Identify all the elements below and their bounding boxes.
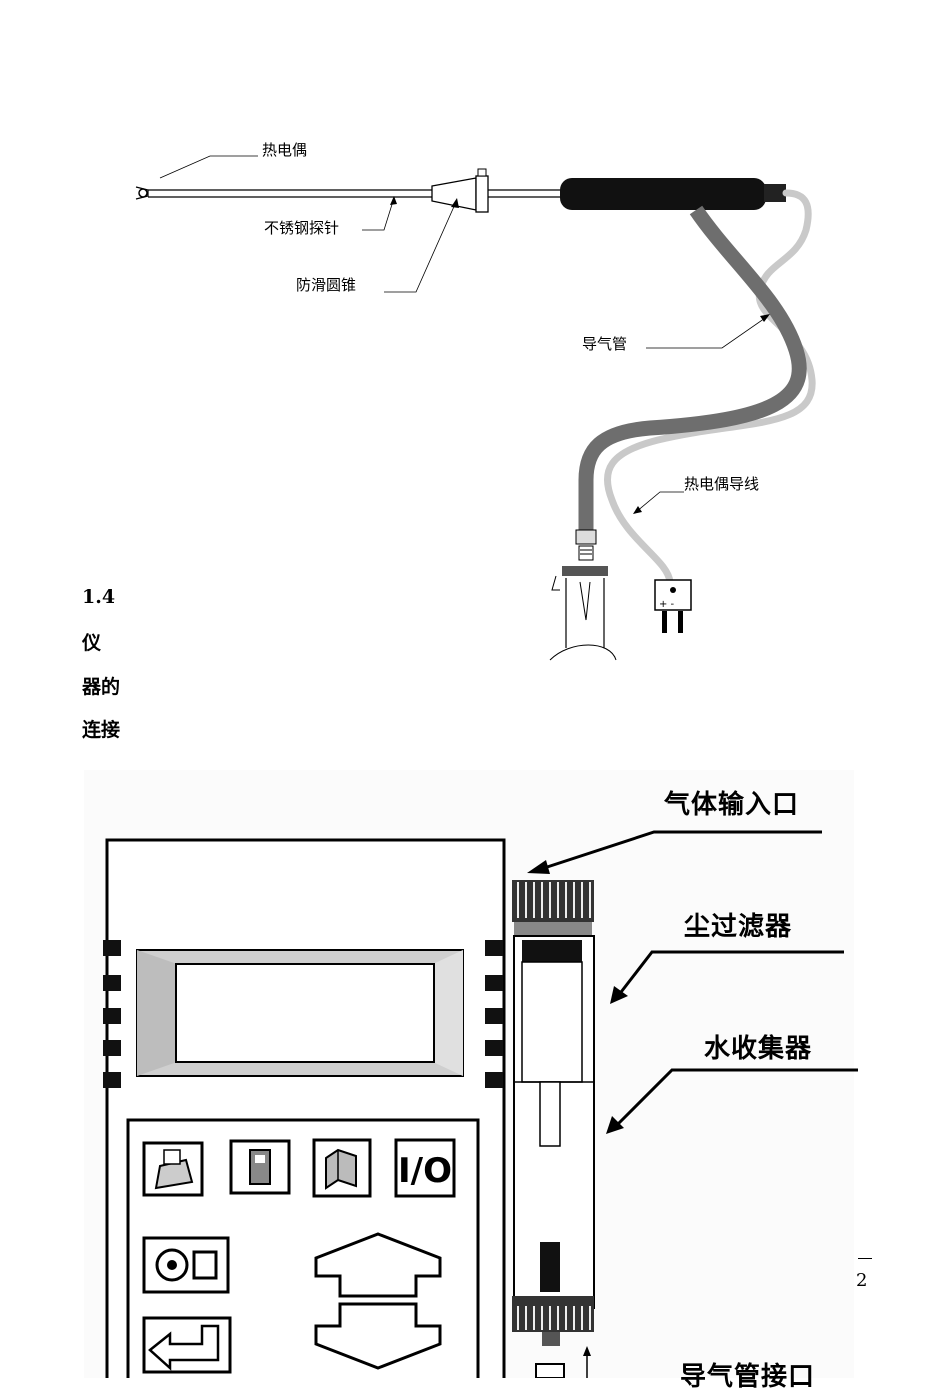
- leader-thermocouple-wire: [635, 491, 684, 513]
- left-side-tabs: [103, 940, 121, 1088]
- label-stainless-probe: 不锈钢探针: [264, 219, 340, 237]
- arrow-up-key[interactable]: [314, 1232, 442, 1298]
- section-title-line-3: 连接: [82, 719, 121, 741]
- printer-icon: [154, 1158, 194, 1190]
- leader-stainless-probe: [362, 197, 395, 231]
- pump-key[interactable]: [142, 1236, 230, 1294]
- label-dust-filter: 尘过滤器: [684, 912, 793, 942]
- callout-water-collector: [606, 1068, 858, 1134]
- thermocouple-wire: [603, 189, 816, 586]
- thermocouple-connector: [654, 579, 692, 611]
- probe-diagram: + -: [135, 155, 816, 661]
- gas-tube: [578, 205, 807, 540]
- page-number: 2: [856, 1270, 868, 1291]
- page-number-rule: [858, 1258, 872, 1259]
- label-gas-tube-port: 导气管接口: [680, 1362, 816, 1392]
- menu-key[interactable]: [312, 1138, 372, 1198]
- printer-key[interactable]: [142, 1141, 204, 1197]
- leader-gas-tube: [646, 315, 769, 349]
- enter-icon: [148, 1324, 220, 1371]
- filter-column: [512, 880, 595, 1378]
- power-key-label: I/O: [398, 1151, 452, 1191]
- section-title-line-1: 仪: [82, 632, 102, 654]
- callout-gas-inlet: [527, 830, 822, 874]
- probe-handle: [560, 178, 766, 210]
- callout-dust-filter: [610, 950, 844, 1004]
- label-anti-slip-cone: 防滑圆锥: [296, 276, 357, 294]
- leader-thermocouple: [159, 155, 258, 179]
- label-gas-tube: 导气管: [582, 335, 628, 353]
- right-side-tabs: [485, 940, 503, 1088]
- memory-key[interactable]: [229, 1139, 291, 1195]
- arrow-down-icon: [314, 1302, 442, 1370]
- water-collector-rod: [539, 1081, 561, 1147]
- leader-cone: [384, 201, 457, 293]
- connector-polarity: + -: [659, 599, 675, 610]
- arrow-up-icon: [314, 1232, 442, 1298]
- section-title-line-2: 器的: [82, 676, 121, 698]
- section-number: 1.4: [82, 586, 116, 608]
- label-gas-inlet: 气体输入口: [664, 790, 800, 820]
- dust-filter-element: [522, 940, 582, 962]
- enter-key[interactable]: [142, 1316, 232, 1374]
- display-screen: [175, 963, 435, 1063]
- label-water-collector: 水收集器: [704, 1034, 813, 1064]
- label-thermocouple-wire: 热电偶导线: [684, 475, 760, 493]
- power-key[interactable]: I/O: [394, 1138, 456, 1198]
- label-thermocouple: 热电偶: [262, 141, 308, 159]
- arrow-down-key[interactable]: [314, 1302, 442, 1370]
